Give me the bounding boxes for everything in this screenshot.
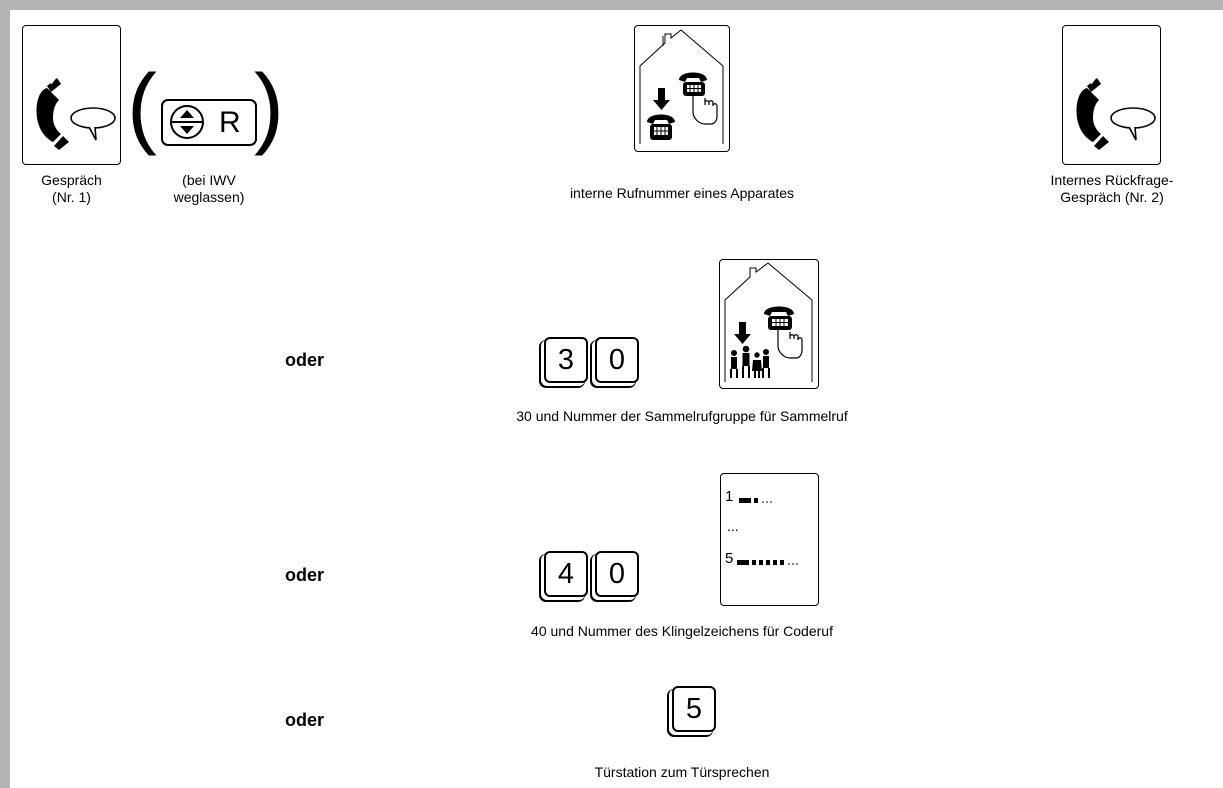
caption-code-call: 40 und Nummer des Klingelzeichens für Co… [531, 623, 833, 639]
caption-group-call: 30 und Nummer der Sammelrufgruppe für Sa… [516, 408, 848, 424]
page-frame-left [0, 0, 10, 788]
ring-line-1-number: 1 [725, 488, 734, 505]
caption-call-2: Internes Rückfrage- Gespräch (Nr. 2) [1012, 172, 1212, 206]
page-frame-top [0, 0, 1223, 10]
long-ring-pattern-icon [737, 560, 798, 565]
caption-internal-number: interne Rufnummer eines Apparates [569, 185, 795, 201]
ring-line-3-number: 5 [725, 550, 734, 567]
caption-r-line1: (bei IWV [182, 172, 236, 188]
key-0-second-label: 0 [608, 558, 626, 590]
ring-line-3: 5 [725, 550, 733, 567]
key-4[interactable]: 4 [544, 551, 588, 597]
key-0-second[interactable]: 0 [595, 551, 639, 597]
key-3[interactable]: 3 [544, 337, 588, 383]
house-group-call-icon [724, 262, 813, 382]
key-3-label: 3 [557, 344, 575, 376]
caption-call-2-line2: Gespräch (Nr. 2) [1060, 189, 1164, 205]
house-phone-dial-icon [639, 29, 724, 144]
key-0-label: 0 [608, 344, 626, 376]
close-parenthesis: ) [254, 57, 284, 157]
key-5-label: 5 [685, 693, 703, 725]
ring-code-card: 1 ... 5 [720, 473, 819, 606]
handset-speech-bubble-icon [36, 75, 116, 150]
r-key-label: R [219, 106, 241, 139]
ring-line-2: ... [727, 518, 739, 534]
handset-card-call-2 [1062, 25, 1161, 165]
caption-door-station: Türstation zum Türsprechen [594, 764, 770, 780]
caption-r-line2: weglassen) [173, 189, 245, 205]
handset-card-call-1 [22, 25, 121, 165]
open-parenthesis: ( [127, 57, 157, 157]
caption-call-1-line2: (Nr. 1) [52, 189, 91, 205]
r-key[interactable]: R [161, 99, 257, 146]
key-4-label: 4 [557, 558, 575, 590]
caption-call-1: Gespräch (Nr. 1) [22, 172, 121, 206]
caption-call-2-line1: Internes Rückfrage- [1050, 172, 1174, 188]
caption-call-1-line1: Gespräch [41, 172, 102, 188]
oder-label-2: oder [285, 565, 325, 585]
oder-label-1: oder [285, 350, 325, 370]
caption-r-key: (bei IWV weglassen) [146, 172, 272, 206]
key-5[interactable]: 5 [672, 686, 716, 732]
oder-label-3: oder [285, 710, 325, 730]
handset-speech-bubble-icon [1076, 75, 1156, 150]
key-0[interactable]: 0 [595, 337, 639, 383]
short-ring-pattern-icon [739, 498, 772, 503]
ring-line-1: 1 [725, 488, 733, 505]
up-down-arrow-key-icon [170, 105, 204, 139]
house-phone-card [634, 25, 730, 152]
house-group-card [719, 259, 819, 389]
